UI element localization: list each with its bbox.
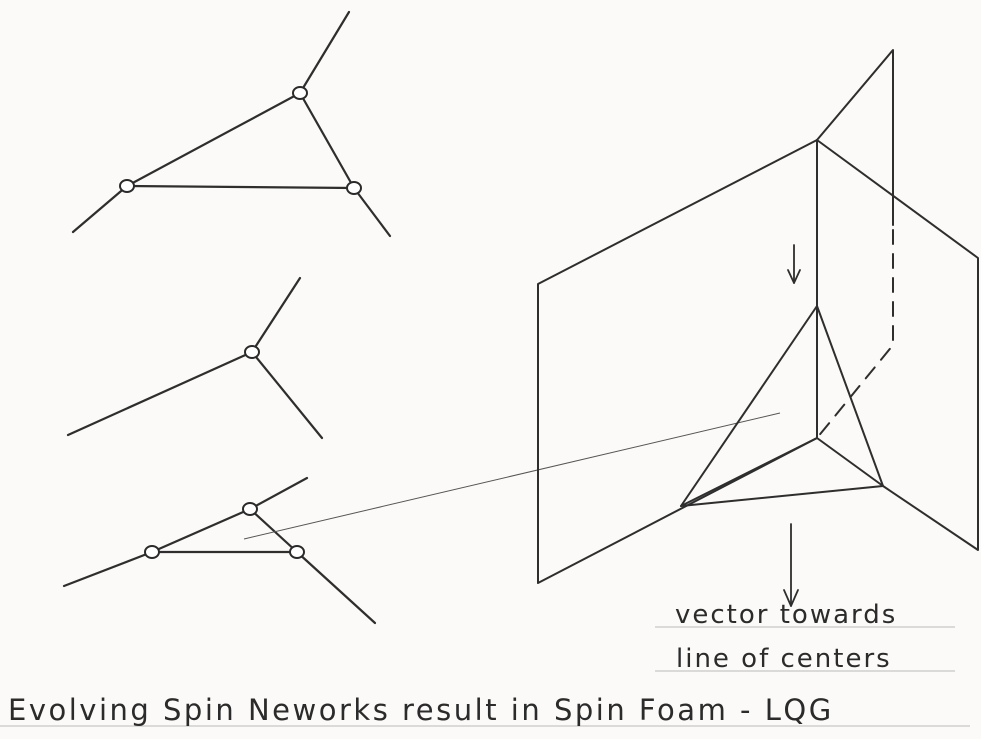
figure-caption: Evolving Spin Neworks result in Spin Foa… [8, 693, 834, 727]
annotation-line-2: line of centers [676, 644, 892, 674]
foam-plane-back [816, 49, 894, 226]
spin-network-node [289, 545, 305, 559]
spin-network-node [244, 345, 260, 359]
spin-network-node [119, 179, 135, 193]
spin-network-node [346, 181, 362, 195]
spin-network-triangle-top [71, 10, 392, 238]
spin-network-triangle-bottom [62, 476, 377, 625]
foam-plane-right [816, 139, 979, 551]
arrow-down-icon [787, 244, 801, 284]
spin-foam-planes [537, 49, 979, 584]
spin-network-node [292, 86, 308, 100]
annotation-line-1: vector towards [675, 600, 898, 630]
foam-plane-back-hidden-edge [816, 229, 894, 439]
foam-vertex-edges [680, 305, 884, 507]
vector-arrow-icon [783, 523, 799, 607]
spin-network-vertex-middle [66, 276, 324, 440]
projection-line [243, 412, 781, 540]
foam-plane-left [537, 139, 818, 584]
spin-network-node [242, 502, 258, 516]
spin-network-node [144, 545, 160, 559]
